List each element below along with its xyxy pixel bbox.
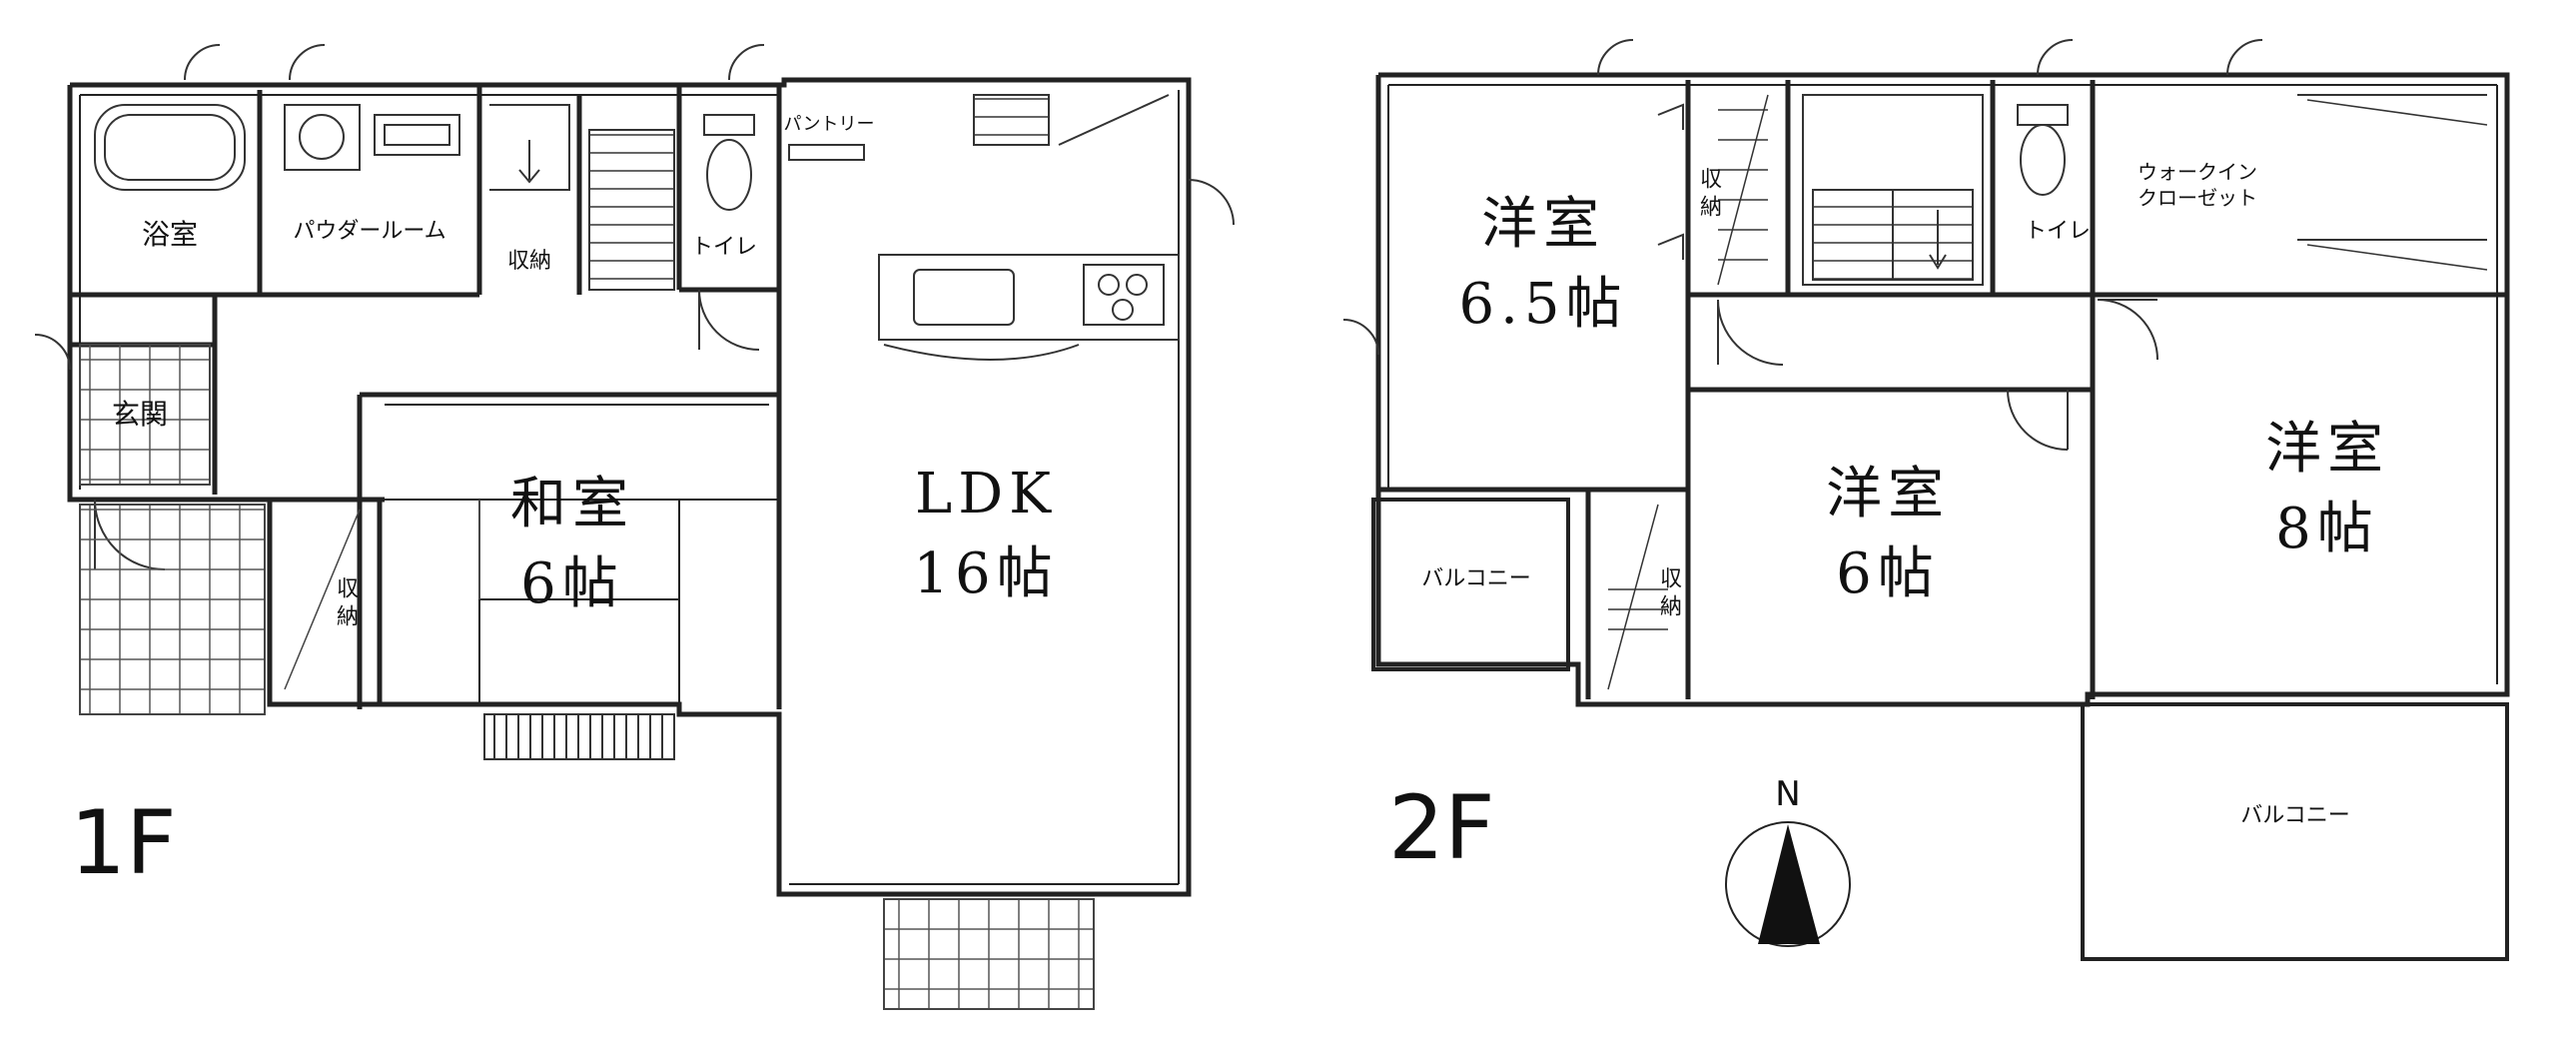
room-label-western-6: 洋室 6帖 xyxy=(1826,467,1950,602)
floor1-front-step-tiles xyxy=(883,898,1095,1010)
room-label-western-6-5: 洋室 6.5帖 xyxy=(1458,197,1627,333)
ldk-name: LDK xyxy=(915,462,1057,526)
room-label-storage-2f-b: 収納 xyxy=(1656,566,1681,622)
washitsu-size: 6帖 xyxy=(520,551,624,616)
room-label-storage-2f-a: 収納 xyxy=(1696,167,1721,223)
room-label-toilet-1f: トイレ xyxy=(690,235,758,260)
room-label-balcony-left: バルコニー xyxy=(1421,566,1531,591)
compass-north-label: N xyxy=(1775,774,1801,814)
room-label-balcony-right: バルコニー xyxy=(2240,803,2350,828)
floor1-genkan-tiles xyxy=(79,344,211,486)
room-label-powder-room: パウダールーム xyxy=(293,219,446,244)
floor1-closet-diagonals xyxy=(284,509,361,690)
western-6-5-size: 6.5帖 xyxy=(1458,272,1628,337)
floor-label-2f: 2F xyxy=(1388,776,1495,879)
room-label-washitsu: 和室 6帖 xyxy=(510,477,634,612)
compass-rose xyxy=(1725,821,1851,947)
western-8-size: 8帖 xyxy=(2275,497,2379,561)
floor-label-1f: 1F xyxy=(70,791,177,894)
room-label-ldk: LDK 16帖 xyxy=(913,467,1058,602)
western-8-name: 洋室 xyxy=(2265,417,2389,482)
room-label-bath: 浴室 xyxy=(141,218,199,251)
room-label-walk-in-closet: ウォークイン クローゼット xyxy=(2138,159,2257,211)
room-label-toilet-2f: トイレ xyxy=(2024,219,2092,244)
wic-line1: ウォークイン xyxy=(2138,160,2257,184)
wic-line2: クローゼット xyxy=(2138,186,2257,210)
western-6-size: 6帖 xyxy=(1836,541,1940,606)
floor2-walls xyxy=(1371,72,2510,961)
room-label-western-8: 洋室 8帖 xyxy=(2265,422,2389,557)
room-label-stair-storage: 収納 xyxy=(506,249,552,274)
western-6-name: 洋室 xyxy=(1826,462,1950,526)
floor2-fixtures xyxy=(1342,39,2488,690)
western-6-5-name: 洋室 xyxy=(1481,192,1605,257)
room-label-entrance: 玄関 xyxy=(111,398,169,431)
room-label-pantry: パントリー xyxy=(783,114,875,135)
washitsu-name: 和室 xyxy=(510,472,634,536)
ldk-size: 16帖 xyxy=(913,541,1059,606)
floor1-terrace-grate xyxy=(483,713,675,760)
floor1-porch-tiles xyxy=(79,504,266,715)
room-label-closet-1f: 収納 xyxy=(333,576,358,632)
